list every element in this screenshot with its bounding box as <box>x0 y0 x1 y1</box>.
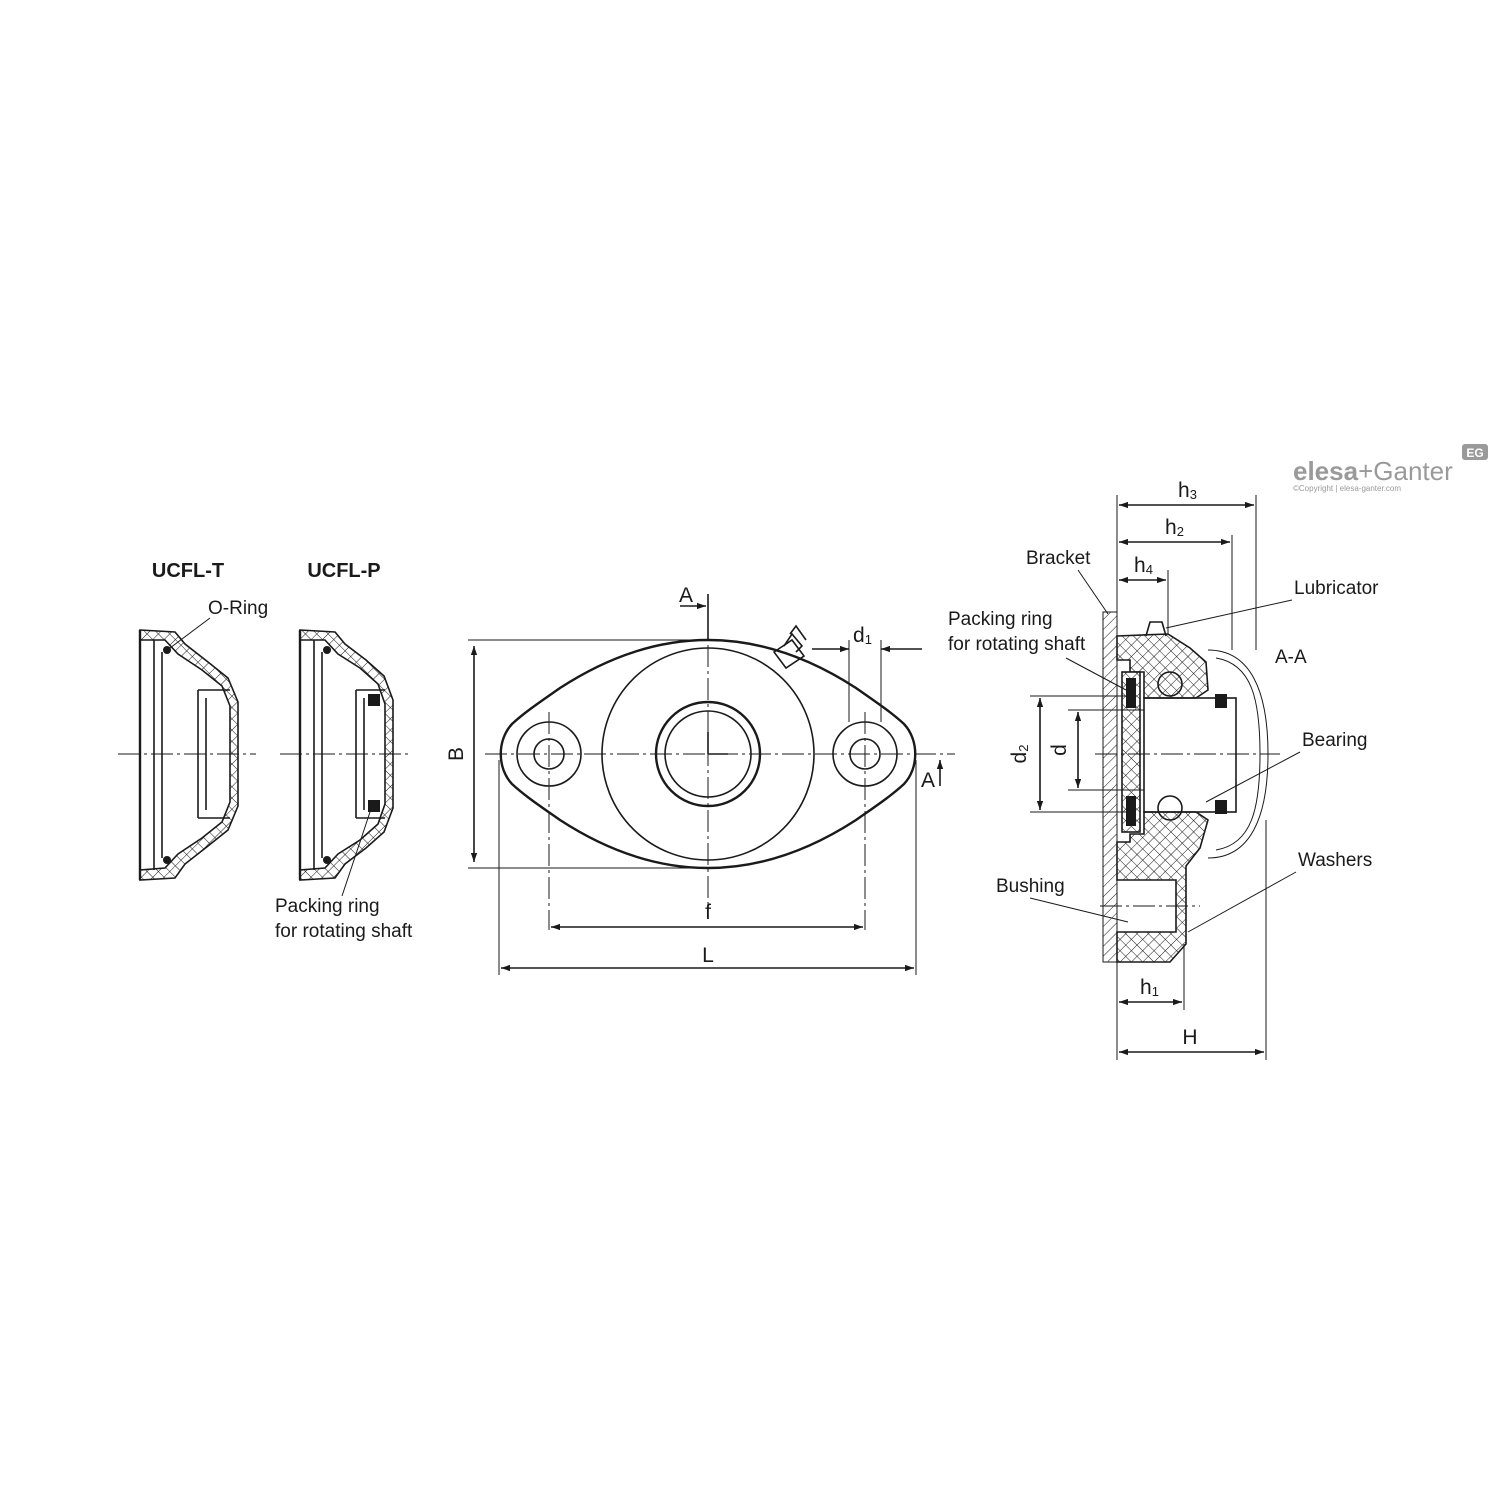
brand-badge <box>1462 444 1488 460</box>
dim-h3: h3 <box>1178 479 1197 502</box>
dim-h1: h1 <box>1140 976 1159 999</box>
dim-h4: h4 <box>1134 554 1153 577</box>
brand-badge-text: EG <box>1466 446 1483 460</box>
oring-label: O-Ring <box>208 598 268 619</box>
bracket-leader <box>1077 569 1109 615</box>
ucfl-p-packing-top <box>368 694 380 706</box>
dim-d2: d2 <box>1008 745 1031 764</box>
brand-name-rest: +Ganter <box>1358 456 1453 486</box>
section-packing-ring <box>1121 671 1141 833</box>
svg-text:elesa+Ganter: elesa+Ganter <box>1293 456 1453 486</box>
ucfl-t-oring-top <box>163 646 171 654</box>
section-packing-label-line1: Packing ring <box>948 609 1053 630</box>
packing-ring-label-line2: for rotating shaft <box>275 921 413 942</box>
dim-h2: h2 <box>1165 516 1184 539</box>
shaft-mark <box>707 732 728 755</box>
flange-outline <box>499 638 917 870</box>
brand-logo: elesa+Ganter EG ©Copyright | elesa-gante… <box>1293 444 1488 493</box>
ucfl-p-inner-bore <box>355 689 385 819</box>
dim-d: d <box>1048 744 1071 756</box>
copyright-text: ©Copyright | elesa-ganter.com <box>1293 484 1401 493</box>
grease-nipple-icon <box>772 624 807 670</box>
bracket-label: Bracket <box>1026 548 1091 569</box>
washers-label: Washers <box>1298 850 1372 871</box>
section-title: A-A <box>1275 647 1307 668</box>
lubricator-label: Lubricator <box>1294 578 1379 599</box>
ucfl-t-inner-bore <box>197 689 230 819</box>
packing-lip-top <box>1126 678 1136 708</box>
bushing-label: Bushing <box>996 876 1065 897</box>
front-view: A A d1 B f L <box>445 584 955 975</box>
dim-h: H <box>1182 1026 1197 1049</box>
bearing-label: Bearing <box>1302 730 1368 751</box>
set-screw-top <box>1215 694 1227 708</box>
lubricator-leader <box>1165 599 1293 629</box>
washers-leader <box>1187 871 1297 933</box>
bearing-leader <box>1205 751 1301 803</box>
ucfl-t-oring-bottom <box>163 856 171 864</box>
packing-lip-bottom <box>1126 796 1136 826</box>
ucfl-p-inner-wall <box>313 640 323 870</box>
set-screw-bottom <box>1215 800 1227 814</box>
section-packing-leader <box>1065 657 1127 691</box>
section-packing-label-line2: for rotating shaft <box>948 634 1086 655</box>
ucfl-p-oring-bottom <box>323 856 331 864</box>
dim-f: f <box>705 901 711 924</box>
packing-ring-label-line1: Packing ring <box>275 896 380 917</box>
oring-leader <box>169 617 211 649</box>
ucfl-p-title: UCFL-P <box>307 560 380 582</box>
bushing-leader <box>1029 897 1129 923</box>
bearing-inner-ring <box>1143 697 1237 813</box>
housing-lower <box>1116 811 1209 963</box>
ucfl-t-cap-view: UCFL-T O-Ring <box>118 560 268 881</box>
section-view-a-a: A-A h3 h2 h4 <box>948 479 1379 1060</box>
bearing-ball-bottom <box>1157 795 1183 821</box>
brand-name-bold: elesa <box>1293 456 1359 486</box>
ucfl-t-title: UCFL-T <box>152 560 224 582</box>
ucfl-p-cap-view: UCFL-P Packing ring for rotating shaft <box>275 560 413 942</box>
section-mark-a-right: A <box>921 769 935 792</box>
packing-ring-leader <box>341 811 371 897</box>
bearing-ball-top <box>1157 671 1183 697</box>
dim-l: L <box>702 944 714 967</box>
ucfl-p-packing-bottom <box>368 800 380 812</box>
dim-d1: d1 <box>853 624 872 647</box>
lubricator-icon <box>1145 621 1167 637</box>
ucfl-p-oring-top <box>323 646 331 654</box>
dim-b: B <box>445 747 468 761</box>
bracket-wall <box>1102 611 1118 963</box>
section-mark-a-top: A <box>679 584 693 607</box>
